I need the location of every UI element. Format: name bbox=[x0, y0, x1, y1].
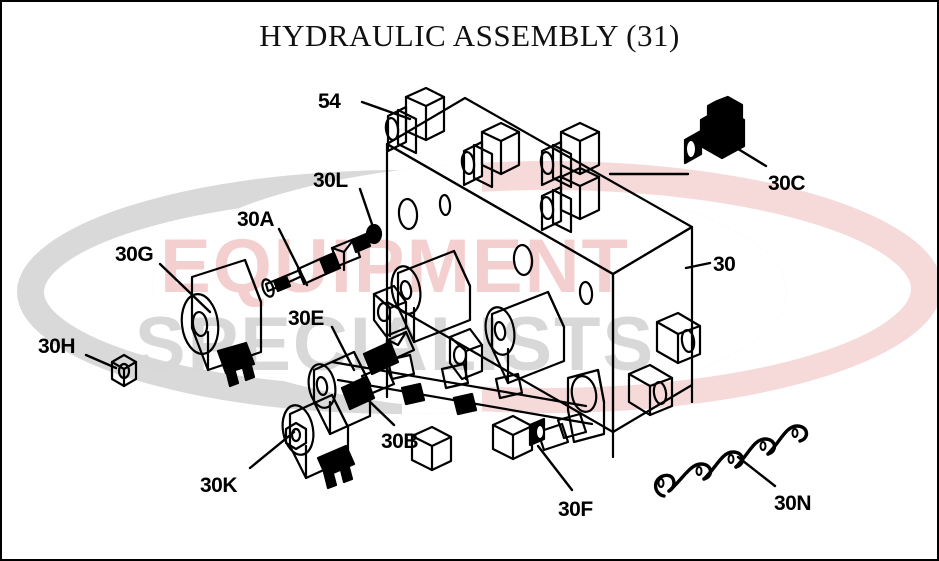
part-30C-fitting bbox=[683, 92, 746, 165]
leader-30B bbox=[364, 396, 396, 427]
manifold-rail bbox=[330, 353, 594, 426]
callout-30H: 30H bbox=[38, 335, 76, 358]
right-face-fitting-2 bbox=[627, 363, 674, 417]
callout-30K: 30K bbox=[200, 474, 238, 497]
part-30K-solenoid bbox=[281, 393, 356, 490]
callout-30B: 30B bbox=[381, 430, 419, 453]
callout-30F: 30F bbox=[558, 498, 593, 521]
leader-30A bbox=[277, 227, 309, 287]
mount-bracket bbox=[536, 368, 606, 452]
elbow-fitting-2 bbox=[460, 121, 521, 189]
leader-30N bbox=[736, 455, 777, 488]
callout-30L: 30L bbox=[313, 169, 348, 192]
block-port-holes bbox=[397, 193, 594, 306]
part-30N-spring-clip bbox=[653, 424, 809, 498]
leader-30F bbox=[536, 444, 574, 492]
leader-54 bbox=[360, 100, 412, 121]
leader-30L bbox=[358, 187, 376, 232]
leader-30H bbox=[84, 353, 118, 370]
valve-block-body bbox=[385, 96, 694, 459]
leader-30C bbox=[728, 142, 768, 168]
callout-30N: 30N bbox=[774, 492, 812, 515]
part-30N-eyelets bbox=[657, 428, 799, 488]
callout-54: 54 bbox=[318, 90, 341, 113]
elbow-fitting-3 bbox=[539, 121, 601, 189]
leader-30G bbox=[158, 262, 212, 314]
callout-30G: 30G bbox=[115, 243, 154, 266]
leader-lines bbox=[84, 100, 777, 492]
callout-30E: 30E bbox=[288, 307, 324, 330]
elbow-fitting-4 bbox=[539, 166, 601, 234]
leader-30 bbox=[684, 261, 712, 270]
bottom-hex-plug bbox=[410, 425, 453, 472]
page-title: HYDRAULIC ASSEMBLY (31) bbox=[259, 18, 680, 53]
part-30A-cartridge-valve bbox=[261, 223, 383, 298]
callout-30: 30 bbox=[713, 253, 736, 276]
part-30F-fitting bbox=[491, 414, 546, 461]
leader-30E bbox=[330, 325, 356, 372]
center-cartridge-row bbox=[372, 249, 566, 385]
callout-30C: 30C bbox=[768, 172, 806, 195]
part-30G-solenoid-coil bbox=[180, 258, 263, 388]
leader-30K bbox=[248, 430, 296, 470]
right-face-fitting-1 bbox=[655, 311, 702, 365]
part-30H-nut bbox=[110, 353, 138, 388]
elbow-fitting-1 bbox=[384, 86, 446, 155]
callout-30A: 30A bbox=[237, 208, 275, 231]
